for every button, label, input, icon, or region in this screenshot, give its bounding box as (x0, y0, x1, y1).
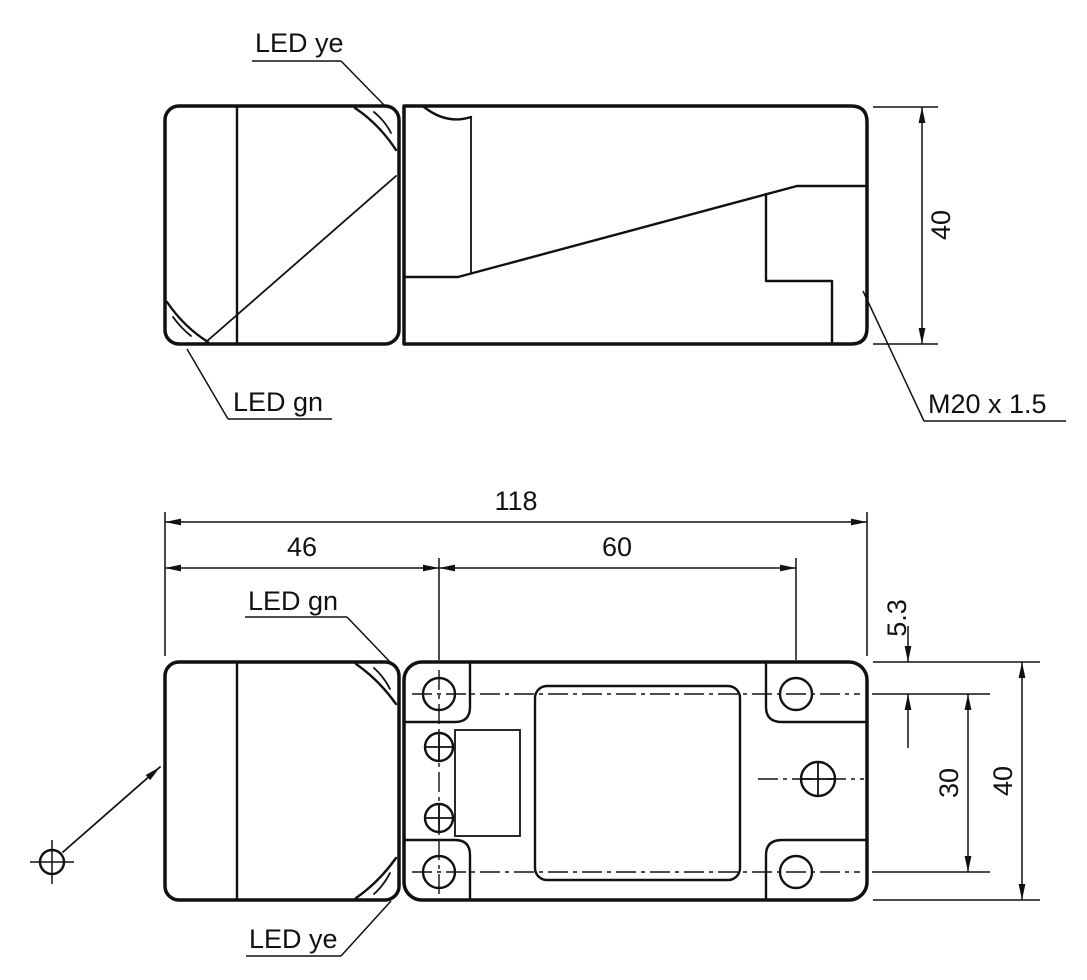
led-gn-window-tick (172, 316, 192, 337)
led-gn-window-mark (165, 300, 210, 344)
corner-pad-tr (764, 660, 869, 724)
housing-body-outline (402, 104, 869, 346)
center-window-outline (533, 684, 742, 882)
sensor-head-outline (163, 104, 401, 346)
led-gn-leader (186, 348, 229, 420)
corner-pad-bl (402, 838, 472, 902)
led-ye-leader (340, 60, 387, 108)
led-ye-window-mark (353, 106, 398, 152)
housing-top-curve (422, 105, 473, 121)
dim-head-length-value: 46 (287, 532, 317, 562)
dim-height-value: 40 (988, 766, 1018, 796)
terminal-screw-top (423, 731, 455, 763)
housing-label-edge (402, 184, 869, 279)
mounting-hole-tl (421, 676, 457, 712)
face-view: 118 46 60 LED gn (30, 486, 1040, 957)
led-ye-window-tick (373, 111, 392, 134)
target-arrow-leader (62, 766, 161, 853)
led-ye-window-tick (373, 872, 391, 895)
mounting-hole-bl (421, 854, 457, 890)
led-gn-window-tick (373, 667, 391, 690)
led-ye-label: LED ye (255, 28, 344, 58)
mounting-hole-br (778, 854, 814, 890)
dim-height-value: 40 (926, 210, 956, 240)
led-gn-leader (346, 616, 392, 664)
side-view: LED ye LED gn 40 M20 x 1.5 (163, 28, 1066, 422)
housing-body-outline (402, 660, 869, 902)
led-ye-leader (340, 900, 392, 957)
corner-pad-br (764, 838, 869, 902)
mounting-hole-tr (778, 676, 814, 712)
led-ye-window-mark (354, 856, 398, 900)
led-gn-label: LED gn (233, 387, 323, 417)
terminal-compartment (454, 729, 521, 837)
cover-screw (799, 760, 837, 798)
thread-leader (862, 290, 925, 422)
thread-label: M20 x 1.5 (928, 389, 1047, 419)
position-target-icon (30, 840, 74, 884)
led-ye-label: LED ye (249, 924, 338, 954)
housing-step-edge (764, 192, 834, 346)
dim-total-length-value: 118 (494, 486, 537, 516)
dim-hole-spacing-h-value: 60 (602, 532, 632, 562)
led-gn-window-mark (354, 662, 398, 706)
head-diagonal-line (205, 175, 397, 343)
dim-hole-offset-value: 5.3 (882, 599, 912, 637)
corner-pad-tl (402, 660, 472, 724)
dim-hole-spacing-v-value: 30 (934, 768, 964, 798)
sensor-head-outline (163, 660, 401, 902)
led-gn-label: LED gn (248, 586, 338, 616)
terminal-screw-bottom (423, 802, 455, 834)
